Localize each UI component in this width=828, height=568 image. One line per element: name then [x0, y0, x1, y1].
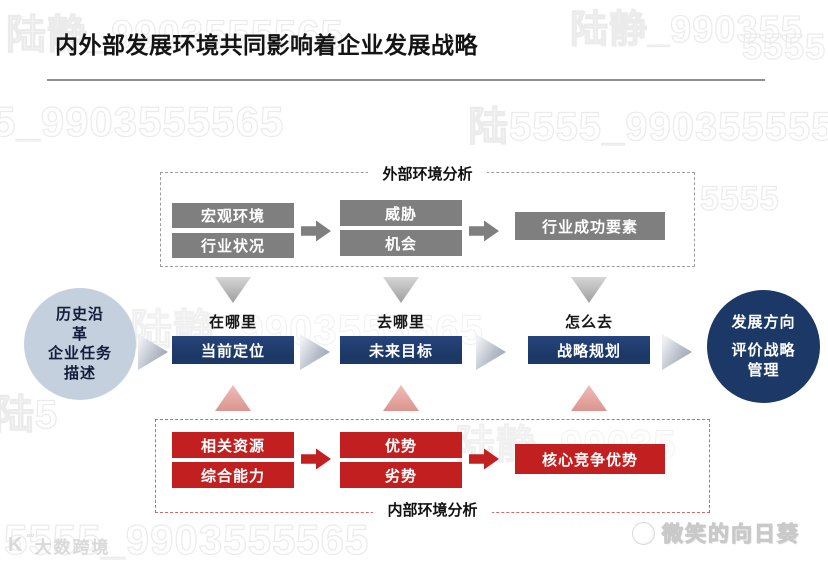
flow-arrow-icon: [300, 334, 330, 370]
box-core-competitive-advantage: 核心竞争优势: [515, 444, 665, 474]
box-current-position: 当前定位: [172, 336, 294, 364]
box-macro-environment: 宏观环境: [172, 203, 294, 228]
triangle-up-icon: [383, 385, 419, 411]
circle-line: 历史沿: [55, 306, 104, 323]
watermark-text: 陆5555_9903555555: [467, 104, 828, 149]
external-analysis-label: 外部环境分析: [160, 163, 695, 184]
box-threats: 威胁: [340, 200, 462, 226]
step2-question-label: 去哪里: [376, 314, 425, 331]
circle-line: 评价战略: [731, 342, 796, 360]
page-title: 内外部发展环境共同影响着企业发展战略: [55, 32, 478, 58]
internal-analysis-label: 内部环境分析: [155, 499, 710, 520]
triangle-down-icon: [383, 277, 419, 303]
flow-arrow-icon: [662, 334, 692, 370]
circle-line: 企业任务: [47, 345, 112, 362]
circle-line: 管理: [747, 361, 780, 379]
box-strengths: 优势: [340, 432, 462, 458]
history-mission-circle: 历史沿 革 企业任务 描述: [24, 288, 136, 400]
box-comprehensive-capability: 综合能力: [172, 462, 294, 488]
watermark-text: 陆静_990355: [569, 8, 803, 51]
box-related-resources: 相关资源: [172, 432, 294, 458]
watermark-text: 5555: [741, 25, 827, 67]
watermark-text: 陆静_9903555565: [5, 12, 344, 57]
flow-arrow-icon: [138, 334, 168, 370]
triangle-up-icon: [215, 385, 251, 411]
watermark-text: 5555_9903555565: [3, 515, 370, 563]
box-strategic-planning: 战略规划: [528, 336, 650, 364]
avatar-icon: [632, 521, 655, 545]
brand-watermark: 微笑的向日葵: [632, 518, 800, 548]
title-underline: [47, 79, 765, 81]
triangle-up-icon: [571, 385, 607, 411]
circle-line: 发展方向: [731, 313, 796, 331]
watermark-text: 5_9903555565: [0, 97, 285, 145]
box-industry-success-factors: 行业成功要素: [515, 212, 665, 240]
box-future-goals: 未来目标: [340, 336, 462, 364]
brand-name: 微笑的向日葵: [662, 523, 800, 547]
flow-arrow-icon: [476, 334, 506, 370]
triangle-down-icon: [215, 277, 251, 303]
box-industry-status: 行业状况: [172, 233, 294, 258]
triangle-down-icon: [571, 277, 607, 303]
circle-line: 描述: [63, 364, 96, 382]
dayu-logo: K°° 大数跨境: [8, 533, 110, 558]
watermark-text: 5555: [699, 179, 780, 218]
circle-line: 革: [71, 325, 88, 343]
watermark-text: 陆5: [0, 392, 59, 437]
box-opportunities: 机会: [340, 230, 462, 256]
dayu-logo-icon-dots: °°: [26, 533, 35, 544]
development-direction-circle: 发展方向 评价战略 管理: [707, 290, 820, 403]
dayu-logo-icon: K: [8, 534, 25, 556]
step1-question-label: 在哪里: [208, 314, 257, 331]
box-weaknesses: 劣势: [340, 462, 462, 488]
step3-question-label: 怎么去: [564, 314, 613, 331]
dayu-logo-text: 大数跨境: [34, 538, 111, 557]
